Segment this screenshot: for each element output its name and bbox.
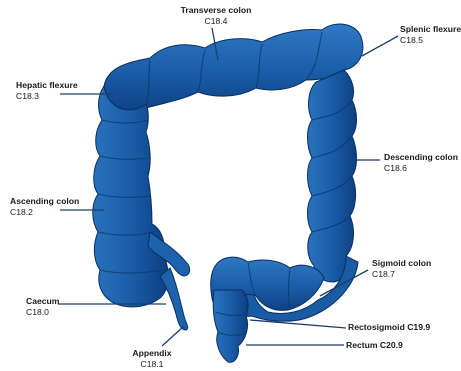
ascending-colon bbox=[93, 86, 168, 307]
leader-rectosigmoid bbox=[250, 320, 346, 328]
leader-splenic bbox=[362, 36, 398, 56]
label-name: Transverse colon bbox=[168, 5, 264, 16]
label-code: C18.3 bbox=[16, 91, 78, 102]
label-name: Sigmoid colon bbox=[372, 258, 431, 269]
label-rectum: Rectum C20.9 bbox=[346, 340, 403, 351]
label-transverse-colon: Transverse colon C18.4 bbox=[168, 5, 264, 26]
label-name: Hepatic flexure bbox=[16, 80, 78, 91]
label-code: C18.1 bbox=[122, 359, 182, 370]
label-code: C18.6 bbox=[384, 163, 458, 174]
rectum bbox=[213, 290, 248, 362]
label-code: C18.4 bbox=[168, 16, 264, 27]
label-code: C20.9 bbox=[380, 340, 403, 350]
label-rectosigmoid: Rectosigmoid C19.9 bbox=[348, 322, 430, 333]
label-name: Ascending colon bbox=[10, 196, 79, 207]
label-name: Caecum bbox=[26, 296, 59, 307]
label-name: Appendix bbox=[122, 348, 182, 359]
label-descending-colon: Descending colon C18.6 bbox=[384, 152, 458, 173]
label-name: Descending colon bbox=[384, 152, 458, 163]
label-name: Splenic flexure bbox=[400, 24, 461, 35]
label-code: C18.7 bbox=[372, 269, 431, 280]
appendix-tail bbox=[160, 268, 188, 330]
label-ascending-colon: Ascending colon C18.2 bbox=[10, 196, 79, 217]
label-code: C18.0 bbox=[26, 307, 59, 318]
label-code: C18.2 bbox=[10, 207, 79, 218]
label-hepatic-flexure: Hepatic flexure C18.3 bbox=[16, 80, 78, 101]
leader-appendix bbox=[162, 326, 184, 346]
label-name: Rectosigmoid bbox=[348, 322, 407, 332]
label-sigmoid-colon: Sigmoid colon C18.7 bbox=[372, 258, 431, 279]
label-splenic-flexure: Splenic flexure C18.5 bbox=[400, 24, 461, 45]
label-appendix: Appendix C18.1 bbox=[122, 348, 182, 369]
label-name: Rectum bbox=[346, 340, 380, 350]
label-code: C19.9 bbox=[407, 322, 430, 332]
descending-colon bbox=[308, 70, 357, 282]
label-caecum: Caecum C18.0 bbox=[26, 296, 59, 317]
label-code: C18.5 bbox=[400, 35, 461, 46]
